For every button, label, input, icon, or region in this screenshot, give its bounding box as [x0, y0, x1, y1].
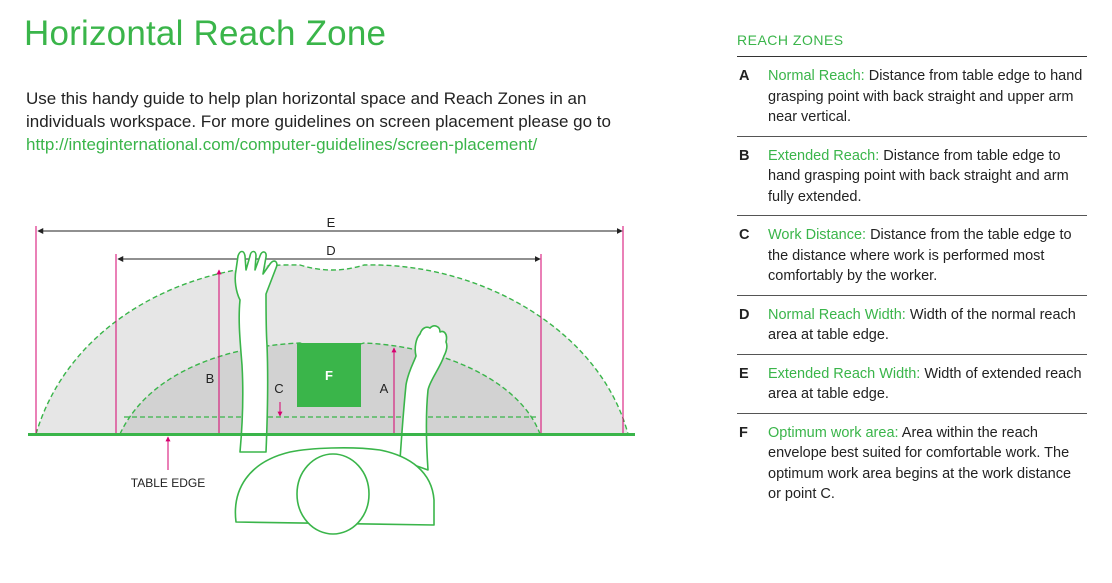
- zone-term: Normal Reach Width:: [768, 306, 906, 323]
- label-d: D: [326, 243, 335, 258]
- label-b: B: [206, 371, 215, 386]
- zone-term: Work Distance:: [768, 227, 867, 243]
- zone-letter: C: [739, 227, 750, 243]
- zone-description: Optimum work area: Area within the reach…: [768, 423, 1087, 505]
- reach-zone-item: B Extended Reach: Distance from table edg…: [737, 137, 1087, 216]
- zone-term: Extended Reach Width:: [768, 365, 921, 382]
- zone-letter: A: [739, 68, 750, 84]
- zone-description: Extended Reach: Distance from table edge…: [768, 146, 1087, 208]
- head: [296, 453, 370, 535]
- zone-description: Normal Reach Width: Width of the normal …: [768, 305, 1087, 346]
- zone-definition: Distance from the table edge to the dist…: [768, 227, 1072, 284]
- optimum-work-area: [297, 343, 361, 407]
- person-outline: [234, 250, 448, 535]
- left-arm: [234, 250, 278, 453]
- zone-definition: Width of the normal reach area at table …: [768, 306, 1076, 344]
- page-title: Horizontal Reach Zone: [24, 14, 387, 53]
- reach-zone-diagram: F E D B A C TABLE EDGE: [28, 215, 635, 535]
- zone-term: Optimum work area:: [768, 424, 899, 441]
- screen-placement-link[interactable]: http://integinternational.com/computer-g…: [26, 135, 538, 154]
- table-edge-line: [28, 433, 635, 436]
- label-f: F: [325, 368, 333, 383]
- reach-zone-item: C Work Distance: Distance from the table …: [737, 216, 1087, 296]
- reach-zones-panel: REACH ZONES A Normal Reach: Distance from…: [737, 32, 1087, 513]
- zone-letter: D: [739, 306, 750, 323]
- zone-term: Normal Reach:: [768, 68, 865, 84]
- reach-zones-list: A Normal Reach: Distance from table edge …: [737, 57, 1087, 513]
- zone-definition: Distance from table edge to hand graspin…: [768, 68, 1083, 125]
- zone-description: Work Distance: Distance from the table e…: [768, 225, 1087, 287]
- zone-description: Normal Reach: Distance from table edge t…: [768, 66, 1087, 128]
- reach-zone-item: A Normal Reach: Distance from table edge …: [737, 57, 1087, 137]
- zone-definition: Area within the reach envelope best suit…: [768, 424, 1072, 503]
- label-a: A: [380, 381, 389, 396]
- label-c: C: [274, 381, 283, 396]
- zone-letter: F: [739, 424, 748, 441]
- label-e: E: [327, 215, 336, 230]
- zone-letter: B: [739, 147, 750, 164]
- reach-zone-item: E Extended Reach Width: Width of extended…: [737, 355, 1087, 414]
- zone-letter: E: [739, 365, 749, 382]
- zone-description: Extended Reach Width: Width of extended …: [768, 364, 1087, 405]
- reach-zones-heading: REACH ZONES: [737, 32, 1087, 57]
- reach-zone-item: F Optimum work area: Area within the reac…: [737, 414, 1087, 513]
- zone-definition: Width of extended reach area at table ed…: [768, 365, 1082, 403]
- intro-text: Use this handy guide to help plan horizo…: [26, 89, 611, 131]
- zone-term: Extended Reach:: [768, 147, 880, 164]
- reach-zone-item: D Normal Reach Width: Width of the normal…: [737, 296, 1087, 355]
- zone-definition: Distance from table edge to hand graspin…: [768, 147, 1069, 205]
- table-edge-label: TABLE EDGE: [131, 476, 205, 490]
- intro-paragraph: Use this handy guide to help plan horizo…: [26, 87, 666, 156]
